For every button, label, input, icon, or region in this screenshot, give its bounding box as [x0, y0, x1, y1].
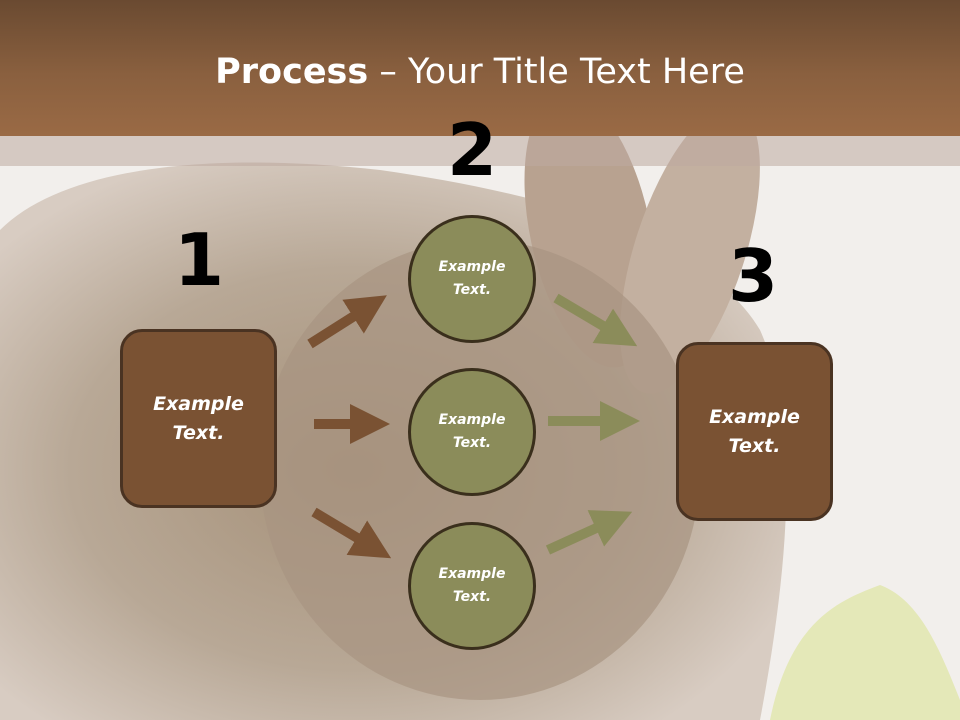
- arrow-top-to-right-box: [553, 293, 638, 347]
- title-bold: Process: [215, 52, 369, 92]
- title-rest: – Your Title Text Here: [368, 52, 745, 92]
- left-box-text: Example Text.: [153, 392, 244, 444]
- slide-title: Process – Your Title Text Here: [0, 52, 960, 92]
- circle-top-text: Example Text.: [438, 259, 506, 298]
- right-box-text: Example Text.: [709, 405, 800, 457]
- arrow-to-bottom-circle: [311, 507, 392, 559]
- arrow-to-top-circle: [307, 295, 387, 349]
- step-number-1: 1: [173, 218, 225, 302]
- circle-bottom-text: Example Text.: [438, 566, 506, 605]
- circle-middle: Example Text.: [408, 368, 536, 496]
- circle-top: Example Text.: [408, 215, 536, 343]
- circle-middle-text: Example Text.: [438, 412, 506, 451]
- left-process-box: Example Text.: [120, 329, 277, 508]
- right-process-box: Example Text.: [676, 342, 833, 521]
- step-number-3: 3: [727, 234, 779, 318]
- title-header-bar: [0, 0, 960, 136]
- circle-bottom: Example Text.: [408, 522, 536, 650]
- step-number-2: 2: [446, 108, 498, 192]
- arrow-bottom-to-right-box: [545, 510, 633, 555]
- header-strip: [0, 136, 960, 166]
